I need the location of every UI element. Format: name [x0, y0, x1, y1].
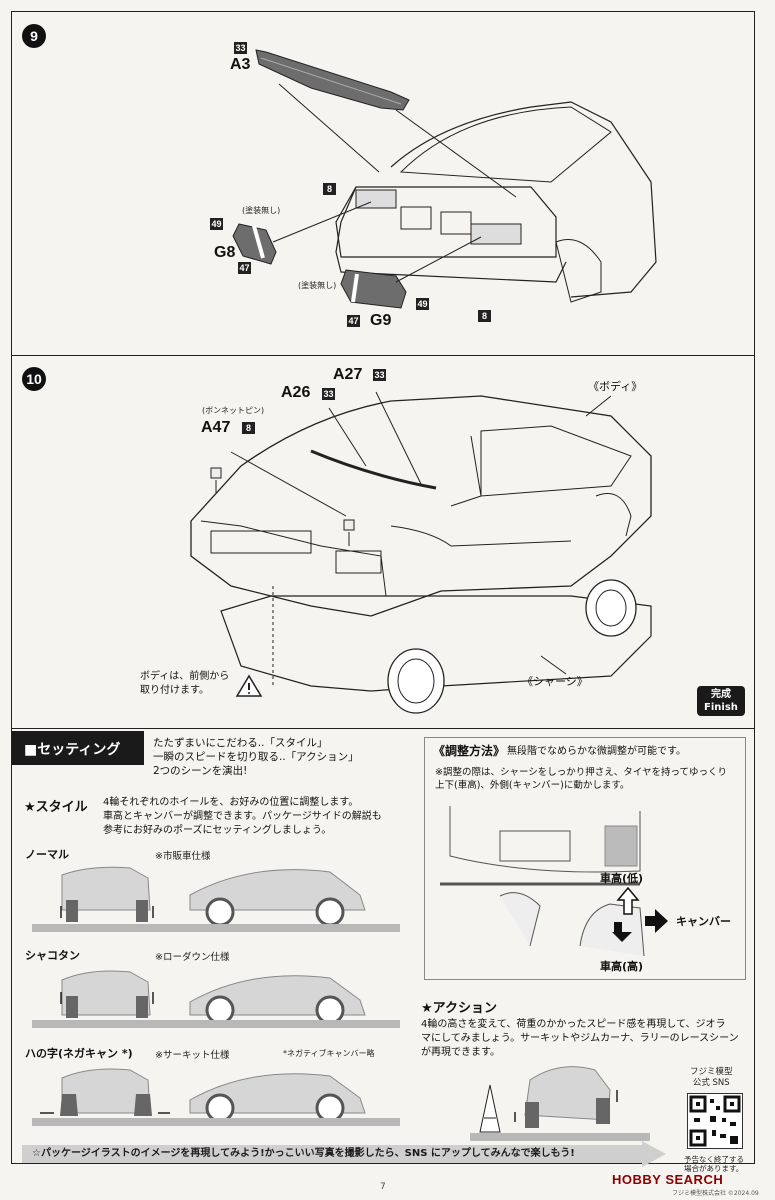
adjust-low-label: 車高(低): [600, 872, 644, 885]
mode-shakotan-illustration: [60, 970, 366, 1025]
part-code-A47: 8: [242, 422, 255, 434]
page-frame: [11, 11, 755, 1164]
sns-title: フジミ模型 公式 SNS: [690, 1067, 733, 1088]
mode-shakotan-note: ※ローダウン仕様: [155, 952, 230, 963]
mode-hanoji-extra: *ネガティブキャンバー略: [283, 1049, 375, 1058]
adjust-illustration: [440, 806, 668, 957]
action-heading: ★アクション: [421, 1001, 498, 1016]
adjust-heading-rest: 無段階でなめらかな微調整が可能です。: [507, 746, 686, 757]
adjust-box: [424, 737, 746, 980]
part-label-A3: A3: [230, 56, 251, 73]
ground-normal: [32, 924, 400, 932]
mode-hanoji-note: ※サーキット仕様: [155, 1050, 230, 1061]
ground-shakotan: [32, 1020, 400, 1028]
step-9-number: 9: [22, 24, 46, 48]
mode-shakotan-name: シャコタン: [25, 949, 80, 962]
watermark: HOBBY SEARCH: [612, 1172, 724, 1187]
adjust-heading: 《調整方法》: [433, 744, 506, 758]
part-label-A47: A47: [201, 419, 231, 436]
finish-badge: 完成 Finish: [697, 686, 745, 716]
lamp-code-right: 8: [478, 310, 491, 322]
mode-normal-name: ノーマル: [25, 848, 69, 861]
lamp-code-left: 8: [323, 183, 336, 195]
step-10-illustration: [190, 391, 652, 714]
part-label-A26: A26: [281, 384, 311, 401]
G9-note: (塗装無し): [298, 281, 337, 290]
setting-title-bar: ■セッティング: [12, 731, 144, 765]
qr-code[interactable]: [687, 1093, 743, 1149]
mode-hanoji-name: ハの字(ネガキャン *): [25, 1047, 133, 1060]
bottom-banner: ☆パッケージイラストのイメージを再現してみよう!かっこいい写真を撮影したら、SN…: [22, 1145, 642, 1163]
G8-note: (塗装無し): [242, 206, 281, 215]
body-label: 《ボディ》: [588, 380, 643, 393]
part-code-G8-top: 49: [210, 218, 223, 230]
mode-normal-note: ※市販車仕様: [155, 851, 211, 862]
part-label-A27: A27: [333, 366, 363, 383]
copyright: フジミ模型株式会社 ©2024.09: [672, 1190, 759, 1197]
style-heading: ★スタイル: [24, 800, 88, 815]
A47-note: (ボンネットピン): [202, 406, 265, 415]
warning-text: ボディは、前側から 取り付けます。: [140, 671, 230, 696]
adjust-camber-label: キャンバー: [676, 915, 731, 928]
banner-arrow: [642, 1141, 666, 1167]
part-label-G9: G9: [370, 312, 392, 329]
ground-hanoji: [32, 1118, 400, 1126]
mode-hanoji-illustration: [40, 1068, 366, 1123]
setting-title: ■セッティング: [24, 742, 121, 758]
page-number: 7: [380, 1182, 386, 1192]
mode-normal-illustration: [60, 866, 366, 927]
qr-code-pattern: [689, 1095, 741, 1147]
finish-en: Finish: [704, 702, 738, 713]
setting-intro: たたずまいにこだわる..「スタイル」 一瞬のスピードを切り取る..「アクション」…: [153, 737, 359, 777]
section-divider: [11, 728, 755, 729]
step-10-number: 10: [22, 367, 46, 391]
part-code-A26: 33: [322, 388, 335, 400]
chassis-label: 《シャーシ》: [522, 675, 588, 688]
part-code-G9-right: 49: [416, 298, 429, 310]
action-illustration: [470, 1066, 618, 1135]
part-code-G8-bottom: 47: [238, 262, 251, 274]
part-label-G8: G8: [214, 244, 236, 261]
adjust-high-label: 車高(高): [600, 960, 644, 973]
adjust-note: ※調整の際は、シャーシをしっかり押さえ、タイヤを持ってゆっくり 上下(車高)、外…: [435, 767, 728, 791]
finish-jp: 完成: [711, 689, 731, 700]
ground-action: [470, 1133, 650, 1141]
part-code-G9-left: 47: [347, 315, 360, 327]
part-code-A27: 33: [373, 369, 386, 381]
style-desc: 4輪それぞれのホイールを、お好みの位置に調整します。 車高とキャンバーが調整でき…: [103, 797, 382, 836]
action-desc: 4輪の高さを変えて、荷重のかかったスピード感を再現して、ジオラ マにしてみましょ…: [421, 1019, 739, 1058]
step-9-illustration: [232, 49, 657, 309]
step-divider: [11, 355, 755, 356]
part-code-A3: 33: [234, 42, 247, 54]
sns-note: 予告なく終了する 場合があります。: [684, 1155, 744, 1173]
